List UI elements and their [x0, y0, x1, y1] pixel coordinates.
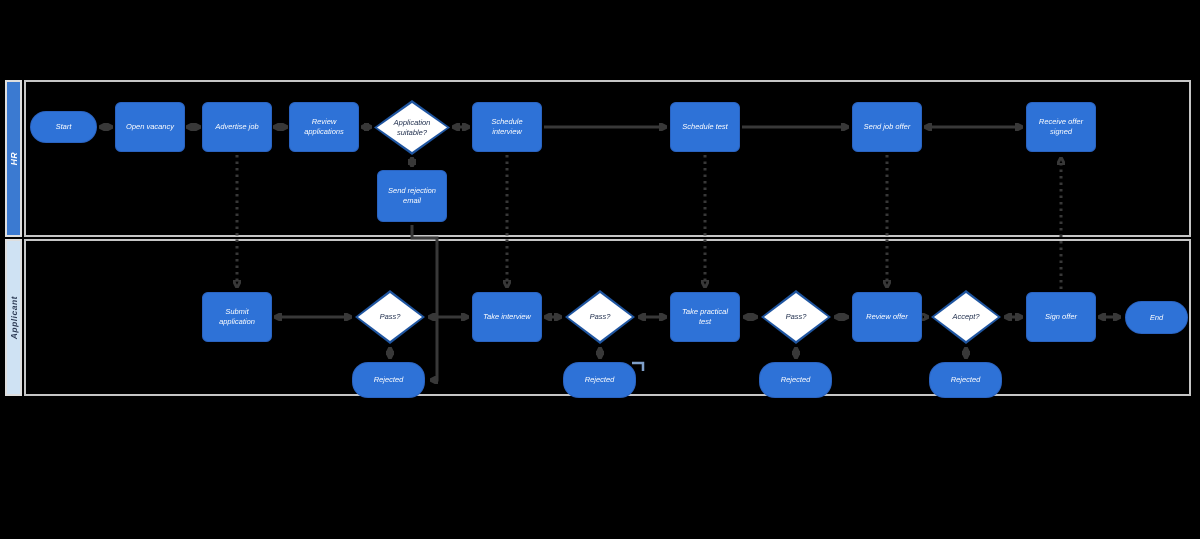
node-review-applications-label: Review applications: [304, 117, 344, 136]
node-take-interview-label: Take interview: [483, 312, 531, 322]
node-rejected-1-label: Rejected: [373, 375, 404, 385]
node-send-rejection-email[interactable]: Send rejection email: [377, 170, 447, 222]
decision-pass-2[interactable]: Pass?: [565, 290, 635, 344]
node-end[interactable]: End: [1125, 301, 1188, 334]
node-end-label: End: [1149, 312, 1164, 322]
node-submit-application-label: Submit application: [219, 307, 255, 326]
node-receive-offer-signed-label: Receive offer signed: [1038, 117, 1084, 136]
decision-accept[interactable]: Accept?: [931, 290, 1001, 344]
node-send-job-offer[interactable]: Send job offer: [852, 102, 922, 152]
node-take-interview[interactable]: Take interview: [472, 292, 542, 342]
node-rejected-4-label: Rejected: [950, 375, 981, 385]
node-schedule-test-label: Schedule test: [682, 122, 728, 132]
decision-pass-1-label: Pass?: [379, 312, 401, 322]
node-send-job-offer-label: Send job offer: [863, 122, 911, 132]
node-receive-offer-signed[interactable]: Receive offer signed: [1026, 102, 1096, 152]
decision-pass-3[interactable]: Pass?: [761, 290, 831, 344]
node-rejected-3[interactable]: Rejected: [759, 362, 832, 398]
node-submit-application[interactable]: Submit application: [202, 292, 272, 342]
decision-application-suitable[interactable]: Application suitable?: [374, 100, 450, 155]
decision-accept-label: Accept?: [952, 312, 980, 322]
node-advertise-job-label: Advertise job: [215, 122, 259, 132]
node-schedule-interview[interactable]: Schedule interview: [472, 102, 542, 152]
lane-header-hr[interactable]: HR: [5, 80, 22, 237]
node-schedule-interview-label: Schedule interview: [491, 117, 523, 136]
node-rejected-2-label: Rejected: [584, 375, 615, 385]
node-send-rejection-email-label: Send rejection email: [388, 186, 436, 205]
node-start[interactable]: Start: [30, 111, 97, 143]
node-advertise-job[interactable]: Advertise job: [202, 102, 272, 152]
decision-pass-2-label: Pass?: [589, 312, 611, 322]
node-take-practical-test[interactable]: Take practical test: [670, 292, 740, 342]
node-review-offer[interactable]: Review offer: [852, 292, 922, 342]
node-sign-offer-label: Sign offer: [1044, 312, 1078, 322]
node-rejected-2[interactable]: Rejected: [563, 362, 636, 398]
node-rejected-1[interactable]: Rejected: [352, 362, 425, 398]
node-schedule-test[interactable]: Schedule test: [670, 102, 740, 152]
node-take-practical-test-label: Take practical test: [682, 307, 728, 326]
decision-application-suitable-label: Application suitable?: [393, 117, 431, 137]
node-rejected-4[interactable]: Rejected: [929, 362, 1002, 398]
node-open-vacancy[interactable]: Open vacancy: [115, 102, 185, 152]
node-open-vacancy-label: Open vacancy: [126, 122, 174, 132]
decision-pass-3-label: Pass?: [785, 312, 807, 322]
node-review-offer-label: Review offer: [866, 312, 908, 322]
lane-hr: [24, 80, 1191, 237]
node-sign-offer[interactable]: Sign offer: [1026, 292, 1096, 342]
node-review-applications[interactable]: Review applications: [289, 102, 359, 152]
lane-header-applicant[interactable]: Applicant: [5, 239, 22, 396]
decision-pass-1[interactable]: Pass?: [355, 290, 425, 344]
node-rejected-3-label: Rejected: [780, 375, 811, 385]
node-start-label: Start: [55, 122, 72, 132]
